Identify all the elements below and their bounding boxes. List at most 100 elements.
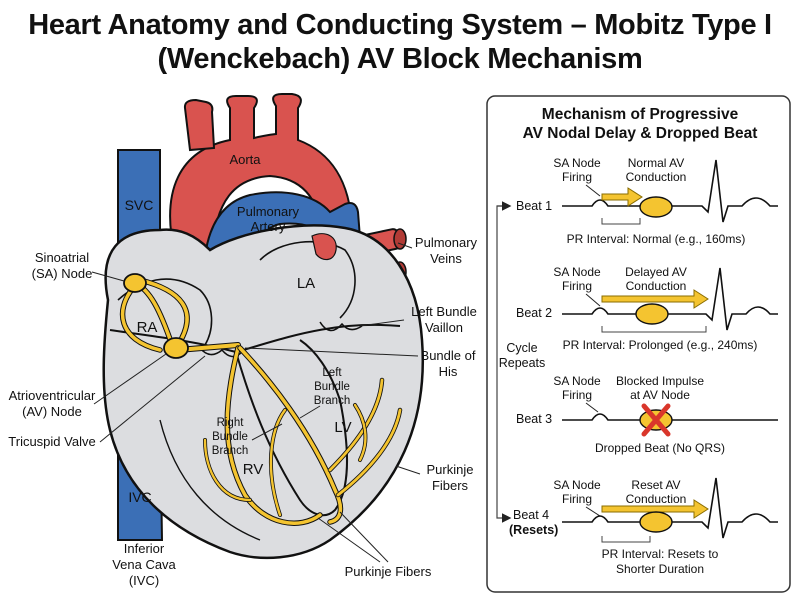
beat-4-sa-2: Firing (562, 492, 592, 506)
beat-2-row: SA Node Firing Delayed AV Conduction Bea… (516, 265, 778, 352)
label-left-bundle-branch-1: Left (322, 367, 342, 379)
beat-1-row: SA Node Firing Normal AV Conduction Beat… (516, 156, 778, 246)
leader-purkinje-fibers-bottom-b (339, 511, 389, 563)
beat-3-sa-1: SA Node (553, 374, 601, 388)
label-tricuspid-valve: Tricuspid Valve (8, 434, 95, 449)
beat-2-sa-leader (585, 293, 601, 307)
beat-3-av-1: Blocked Impulse (616, 374, 704, 388)
beat-4-av-1: Reset AV (631, 478, 680, 492)
mechanism-panel: Mechanism of Progressive AV Nodal Delay … (486, 95, 791, 593)
label-la: LA (297, 275, 315, 292)
label-purkinje-fibers-right-1: Purkinje (427, 462, 474, 477)
beat-4-av-node (639, 511, 673, 533)
label-lv: LV (334, 419, 351, 436)
la-wall (259, 240, 356, 319)
leader-right-bundle-branch (251, 423, 283, 441)
label-aorta: Aorta (229, 152, 261, 167)
beat-4-sa-leader (585, 506, 601, 517)
label-av-node-2: (AV) Node (22, 404, 82, 419)
label-purkinje-fibers-right-2: Fibers (432, 478, 469, 493)
label-sa-node-1: Sinoatrial (35, 250, 89, 265)
label-left-bundle-vaillon-2: Vaillon (425, 320, 463, 335)
page-title: Heart Anatomy and Conducting System – Mo… (0, 8, 800, 76)
beat-1-av-1: Normal AV (628, 156, 684, 170)
beat-1-sa-1: SA Node (553, 156, 601, 170)
beat-4-pr-bracket (601, 536, 651, 543)
label-left-bundle-branch-3: Branch (314, 395, 350, 407)
beat-2-label: Beat 2 (516, 306, 552, 320)
label-bundle-of-his-2: His (439, 364, 458, 379)
beat-2-pr: PR Interval: Prolonged (e.g., 240ms) (563, 338, 758, 352)
leader-sa-node (91, 271, 125, 282)
beat-1-av-node (639, 196, 673, 218)
av-node (163, 337, 189, 359)
beat-1-pr-bracket (601, 218, 641, 225)
conduction-system (119, 277, 403, 526)
beat-1-sa-2: Firing (562, 170, 592, 184)
mitral-valve-cusp (319, 321, 363, 332)
beat-2-av-1: Delayed AV (625, 265, 687, 279)
beat-1-sa-leader (585, 184, 601, 197)
beat-2-av-2: Conduction (626, 279, 687, 293)
beat-2-ecg-trace (562, 267, 778, 331)
label-right-bundle-branch-1: Right (217, 417, 245, 429)
panel-title-line-1: Mechanism of Progressive (542, 106, 739, 123)
label-right-bundle-branch-2: Bundle (212, 431, 248, 443)
beat-1-av-2: Conduction (626, 170, 687, 184)
beat-3-sa-2: Firing (562, 388, 592, 402)
leader-av-node (93, 353, 167, 405)
panel-frame (486, 95, 791, 593)
beat-3-sa-leader (585, 402, 599, 413)
beat-3-av-2: at AV Node (630, 388, 690, 402)
rv-wall (159, 419, 261, 541)
panel-title-line-2: AV Nodal Delay & Dropped Beat (523, 125, 758, 142)
cycle-repeats-1: Cycle (506, 341, 537, 355)
label-purkinje-fibers-bottom: Purkinje Fibers (345, 564, 432, 579)
leader-left-bundle-branch (299, 405, 321, 419)
beat-2-pr-bracket (601, 326, 707, 333)
beat-4-ecg-trace (562, 477, 778, 539)
leader-pulmonary-veins (397, 242, 413, 249)
title-line-1: Heart Anatomy and Conducting System – Mo… (28, 9, 772, 41)
beat-4-label-2: (Resets) (509, 523, 558, 537)
la-inflow (311, 233, 337, 261)
aorta (169, 93, 354, 256)
beat-4-pr-2: Shorter Duration (616, 562, 704, 576)
beat-3-ecg-trace (562, 413, 778, 421)
label-inferior-vena-cava-3: (IVC) (129, 573, 159, 588)
beat-3-pr: Dropped Beat (No QRS) (595, 441, 725, 455)
beat-4-av-2: Conduction (626, 492, 687, 506)
label-svc: SVC (125, 197, 154, 213)
beat-2-sa-2: Firing (562, 279, 592, 293)
leader-left-bundle-vaillon (359, 319, 405, 327)
label-inferior-vena-cava-2: Vena Cava (112, 557, 176, 572)
beat-4-row: SA Node Firing Reset AV Conduction Beat … (509, 477, 778, 576)
label-bundle-of-his-1: Bundle of (421, 348, 476, 363)
label-pulmonary-veins-1: Pulmonary (415, 235, 478, 250)
beat-3-label: Beat 3 (516, 412, 552, 426)
cycle-repeats-2: Repeats (499, 356, 546, 370)
heart-illustration: Aorta SVC Pulmonary Artery LA RA LV RV I… (8, 93, 478, 588)
label-pulmonary-veins-2: Veins (430, 251, 462, 266)
beat-1-conduction-arrow (601, 187, 643, 207)
title-line-2: (Wenckebach) AV Block Mechanism (157, 43, 643, 75)
beat-1-ecg-trace (562, 159, 778, 223)
beat-2-conduction-arrow (601, 289, 709, 309)
label-av-node-1: Atrioventricular (9, 388, 96, 403)
label-ra: RA (137, 319, 158, 336)
label-left-bundle-vaillon-1: Left Bundle (411, 304, 477, 319)
label-rv: RV (243, 461, 264, 478)
leader-purkinje-fibers-right (395, 465, 421, 475)
label-right-bundle-branch-3: Branch (212, 445, 248, 457)
sa-node (123, 273, 147, 293)
beat-3-row: SA Node Firing Blocked Impulse at AV Nod… (516, 374, 778, 455)
beat-4-sa-1: SA Node (553, 478, 601, 492)
beat-4-pr-1: PR Interval: Resets to (602, 547, 719, 561)
beat-1-pr: PR Interval: Normal (e.g., 160ms) (567, 232, 746, 246)
label-left-bundle-branch-2: Bundle (314, 381, 350, 393)
beat-4-conduction-arrow (601, 499, 709, 519)
leader-purkinje-fibers-bottom-a (317, 517, 381, 563)
leader-tricuspid-valve (99, 355, 206, 443)
beat-1-label: Beat 1 (516, 199, 552, 213)
